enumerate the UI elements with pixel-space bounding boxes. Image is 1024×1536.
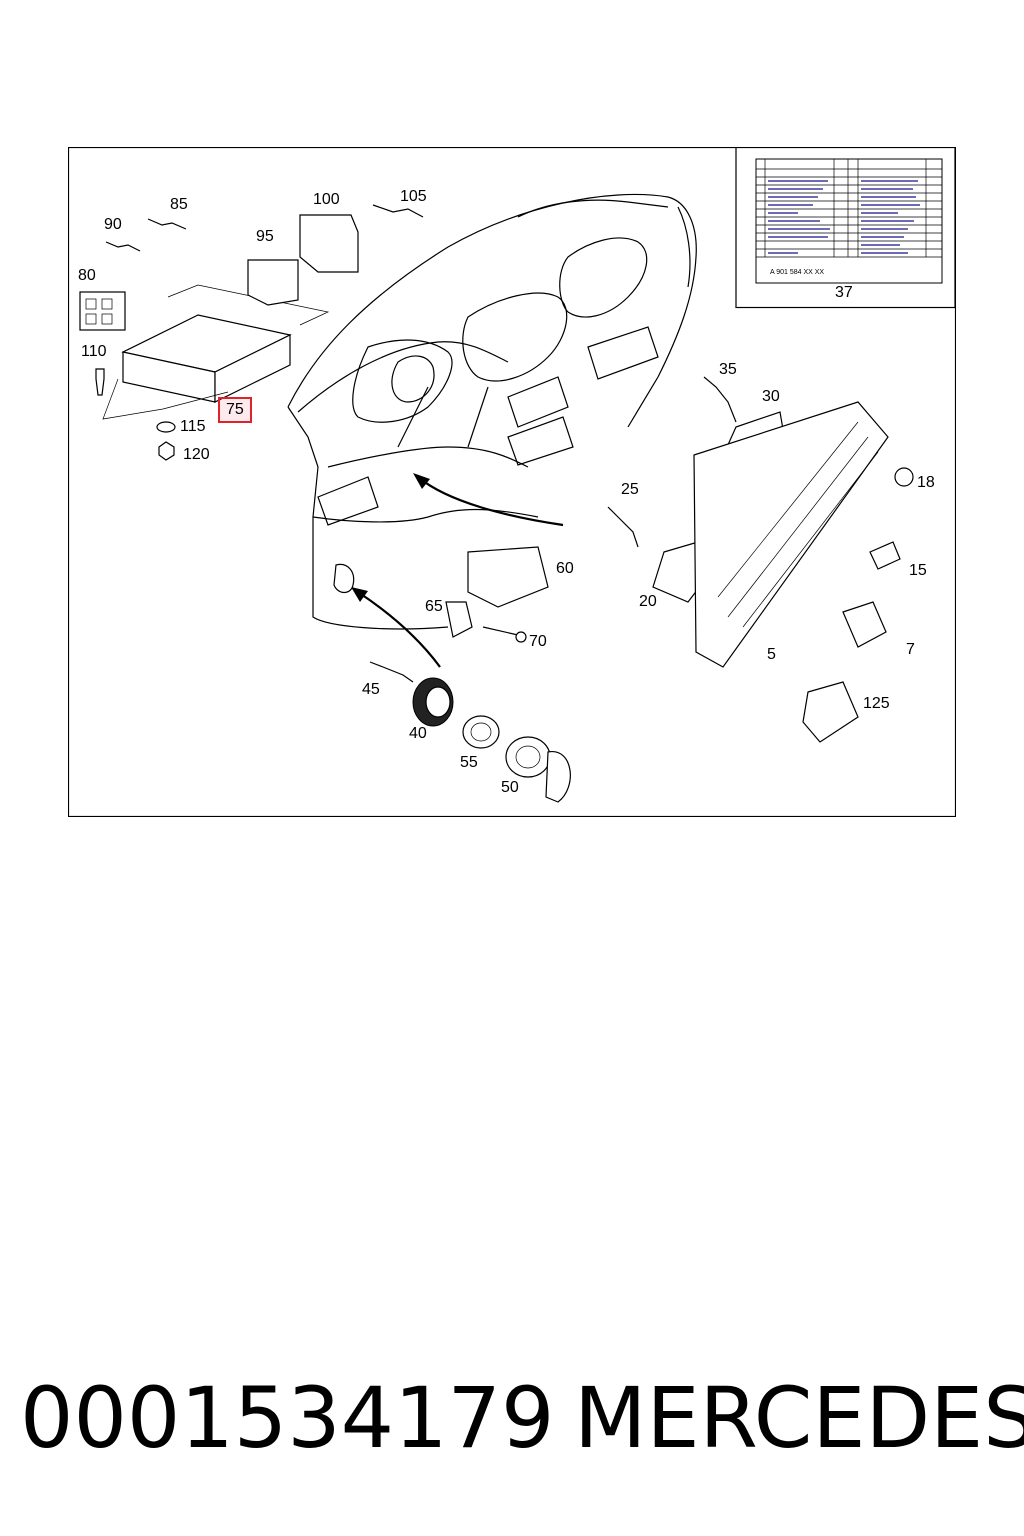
dashboard-illustration (287, 193, 697, 630)
callout-55[interactable]: 55 (460, 754, 478, 771)
assembly-arrows (351, 473, 564, 668)
small-parts-illustration (79, 204, 914, 803)
callout-50[interactable]: 50 (501, 779, 519, 796)
callout-75[interactable]: 75 (218, 397, 252, 423)
callout-40[interactable]: 40 (409, 725, 427, 742)
callout-125[interactable]: 125 (863, 695, 890, 712)
callout-85[interactable]: 85 (170, 196, 188, 213)
callout-15[interactable]: 15 (909, 562, 927, 579)
callout-35[interactable]: 35 (719, 361, 737, 378)
callout-115[interactable]: 115 (180, 418, 206, 435)
label-sheet-part-code: A 901 584 XX XX (770, 269, 825, 276)
callout-105[interactable]: 105 (400, 188, 427, 205)
callout-80[interactable]: 80 (78, 267, 96, 284)
callout-95[interactable]: 95 (256, 228, 274, 245)
callout-60[interactable]: 60 (556, 560, 574, 577)
brand-name: MERCEDES (574, 1369, 1024, 1467)
label-sheet-illustration (735, 147, 956, 309)
callout-45[interactable]: 45 (362, 681, 380, 698)
callout-37[interactable]: 37 (835, 284, 853, 301)
callout-18[interactable]: 18 (917, 474, 935, 491)
callout-65[interactable]: 65 (425, 598, 443, 615)
callout-100[interactable]: 100 (313, 191, 340, 208)
diagram-drawing (68, 147, 956, 817)
callout-5[interactable]: 5 (767, 646, 776, 663)
callout-7[interactable]: 7 (906, 641, 915, 658)
callout-70[interactable]: 70 (529, 633, 547, 650)
control-unit-75-illustration (102, 284, 330, 420)
callout-20[interactable]: 20 (639, 593, 657, 610)
callout-120[interactable]: 120 (183, 446, 210, 463)
part-number: 0001534179 (20, 1369, 555, 1467)
callout-90[interactable]: 90 (104, 216, 122, 233)
parts-diagram: A 901 584 XX XX 5 7 15 18 20 25 30 35 37… (68, 147, 956, 817)
callout-30[interactable]: 30 (762, 388, 780, 405)
callout-25[interactable]: 25 (621, 481, 639, 498)
callout-110[interactable]: 110 (81, 343, 107, 360)
